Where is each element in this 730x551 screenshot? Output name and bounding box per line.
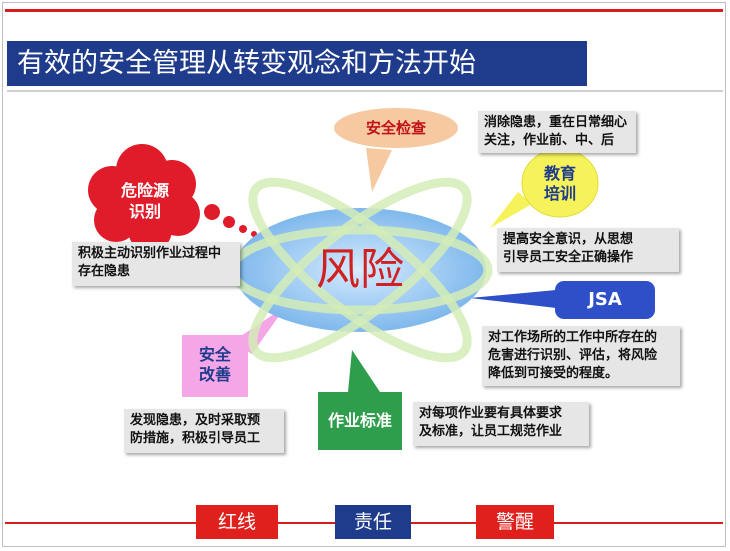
training-note: 提高安全意识，从思想 引导员工安全正确操作 xyxy=(497,228,679,272)
alert-button[interactable]: 警醒 xyxy=(476,505,554,539)
top-red-rule xyxy=(5,9,723,12)
improvement-label: 安全 改善 xyxy=(198,345,231,384)
hazard-node xyxy=(88,144,200,252)
title-divider xyxy=(7,90,723,92)
hazard-note: 积极主动识别作业过程中 存在隐患 xyxy=(72,242,240,286)
inspection-note: 消除隐患，重在日常细心 关注，作业前、中、后 xyxy=(478,111,636,153)
standard-node xyxy=(318,350,402,450)
orbit-tilted-left xyxy=(248,177,472,363)
improvement-node xyxy=(182,335,248,397)
inspection-pointer xyxy=(366,148,392,192)
center-risk-label: 风险 xyxy=(316,244,404,295)
standard-note: 对每项作业要有具体要求 及标准，让员工规范作业 xyxy=(413,402,589,446)
jsa-node xyxy=(555,281,655,319)
training-pointer xyxy=(490,192,532,228)
responsibility-button[interactable]: 责任 xyxy=(335,505,411,539)
inspection-node xyxy=(334,108,458,148)
standard-label: 作业标准 xyxy=(327,411,392,430)
hazard-bubble-dot xyxy=(204,204,220,220)
hazard-bubble-dot xyxy=(223,216,235,228)
inspection-label: 安全检查 xyxy=(365,119,426,137)
jsa-label: JSA xyxy=(588,289,622,310)
hazard-label: 危险源 识别 xyxy=(120,181,169,221)
jsa-pointer xyxy=(470,290,556,308)
slide-title: 有效的安全管理从转变观念和方法开始 xyxy=(7,41,587,86)
orbit-tilted-right xyxy=(248,177,472,363)
red-line-button[interactable]: 红线 xyxy=(196,505,278,539)
improvement-note: 发现隐患，及时采取预 防措施，积极引导员工 xyxy=(124,409,284,453)
jsa-note: 对工作场所的工作中所存在的 危害进行识别、评估，将风险 降低到可接受的程度。 xyxy=(482,326,680,386)
training-label: 教育 培训 xyxy=(543,164,576,203)
hazard-bubble-dot xyxy=(239,225,247,233)
